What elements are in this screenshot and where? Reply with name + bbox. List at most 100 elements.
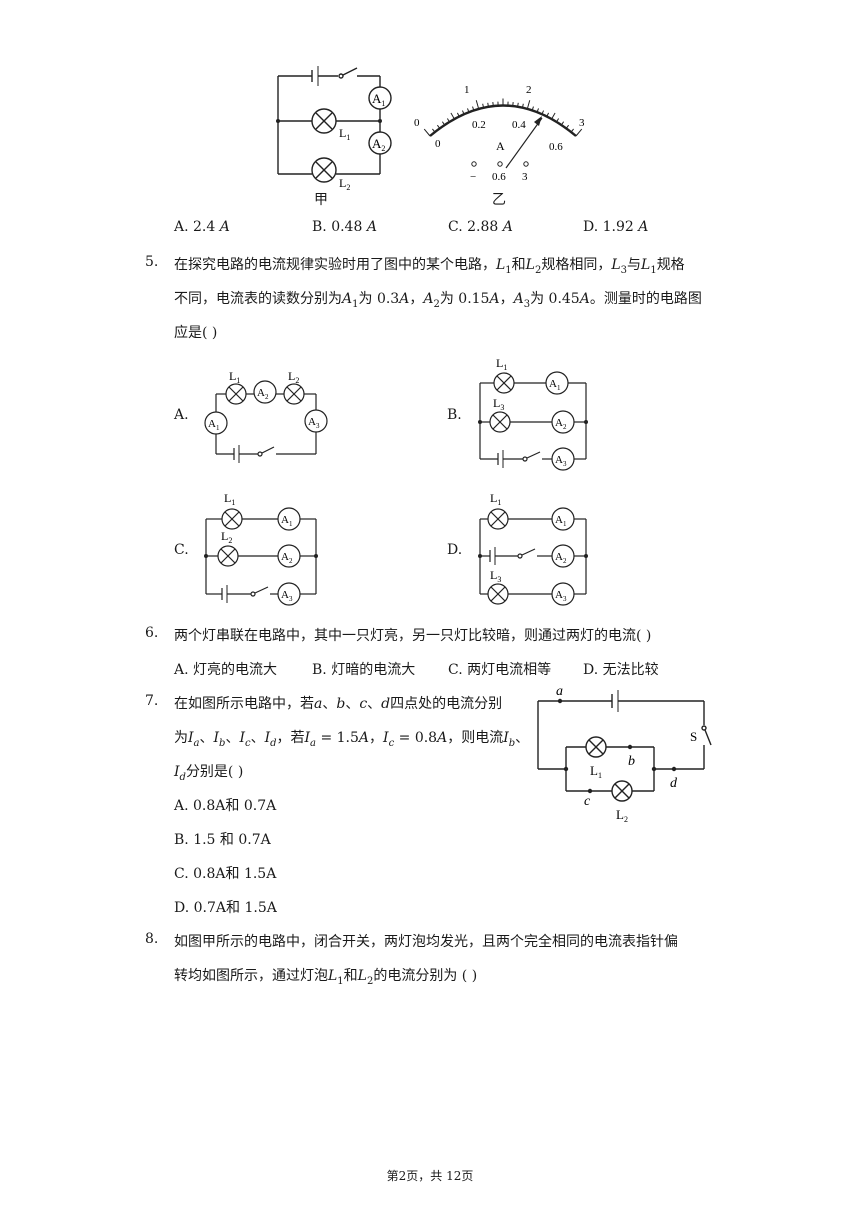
meter-tick [423, 128, 431, 137]
svg-text:A1: A1 [208, 418, 220, 432]
q7-option-d[interactable]: D. 0.7A和 1.5A [174, 900, 277, 916]
meter-tick [526, 100, 531, 110]
meter-tick [551, 112, 556, 120]
q7-line1: 在如图所示电路中，若a、b、c、d四点处的电流分别 [174, 696, 503, 712]
q8-line1: 如图甲所示的电路中，闭合开关，两灯泡均发光，且两个完全相同的电流表指针偏 [174, 934, 678, 950]
meter-tick [546, 112, 550, 117]
fig-jia-label: 甲 [314, 192, 328, 208]
svg-text:A2: A2 [555, 551, 567, 565]
meter-tick [536, 108, 539, 113]
q5-line1: 在探究电路的电流规律实验时用了图中的某个电路，L1和L2规格相同，L3与L1规格 [174, 257, 685, 276]
meter-tick [487, 102, 489, 107]
q7-option-a[interactable]: A. 0.8A和 0.7A [174, 798, 277, 814]
svg-text:A3: A3 [281, 589, 293, 603]
meter-tick [467, 108, 470, 113]
q7-option-b[interactable]: B. 1.5 和 0.7A [174, 832, 271, 848]
lamp-l2-label: L2 [339, 176, 350, 192]
meter-tick [565, 124, 570, 129]
q6-option-a[interactable]: A. 灯亮的电流大 [174, 662, 278, 678]
ammeter-a1-label: A1 [372, 91, 385, 108]
meter-tick [556, 118, 560, 123]
meter-tick [436, 124, 441, 129]
meter-tick [432, 128, 436, 133]
q7-line3: Id分别是( ) [174, 764, 244, 783]
inner-tick-3: 0.6 [549, 141, 563, 153]
meter-tick [461, 110, 465, 115]
point-a-label: a [556, 684, 563, 699]
fig-yi-label: 乙 [492, 192, 506, 208]
svg-text:A2: A2 [257, 387, 269, 401]
inner-tick-0: 0 [435, 138, 441, 150]
q4-option-b[interactable]: B. 0.48 A [312, 219, 377, 235]
svg-text:L3: L3 [490, 568, 501, 584]
q5-circuit-c[interactable]: L1 L2 A1 A2 A3 [194, 488, 324, 608]
q5-line2: 不同，电流表的读数分别为A1为 0.3A，A2为 0.15A，A3为 0.45A… [174, 291, 702, 310]
q8-number: 8. [145, 931, 159, 947]
svg-text:L2: L2 [288, 369, 299, 385]
outer-tick-3: 3 [579, 117, 585, 129]
meter-tick [472, 106, 475, 111]
point-d-label: d [670, 776, 678, 791]
q6-option-b[interactable]: B. 灯暗的电流大 [312, 662, 416, 678]
meter-tick [531, 106, 534, 111]
svg-text:A1: A1 [281, 514, 293, 528]
svg-text:A3: A3 [308, 416, 320, 430]
lamp-l1-label: L1 [590, 763, 602, 780]
q7-circuit-figure: a b c d S L1 L2 [537, 684, 712, 824]
svg-text:A3: A3 [555, 454, 567, 468]
switch-s-label: S [690, 729, 697, 744]
svg-text:L1: L1 [490, 491, 501, 507]
q4-ammeter-yi: 0 1 2 3 0 0.2 0.4 0.6 A − 0.6 3 [414, 84, 585, 183]
meter-tick [446, 118, 450, 123]
meter-tick [441, 121, 446, 126]
ammeter-a2-label: A2 [372, 136, 385, 153]
q5-option-b-label[interactable]: B. [447, 407, 462, 423]
meter-tick [450, 112, 455, 120]
q5-option-a-label[interactable]: A. [174, 407, 189, 423]
q5-circuit-a[interactable]: L1 L2 A2 A1 A3 [196, 364, 336, 464]
q4-circuit-jia: A1 A2 L1 L2 [276, 66, 392, 192]
q6-option-d[interactable]: D. 无法比较 [583, 662, 659, 678]
q4-option-d[interactable]: D. 1.92 A [583, 219, 649, 235]
terminal-3: 3 [522, 171, 528, 183]
meter-tick [521, 103, 524, 108]
q6-option-c[interactable]: C. 两灯电流相等 [448, 662, 552, 678]
meter-tick [541, 110, 545, 115]
meter-tick [456, 112, 460, 117]
outer-tick-2: 2 [526, 84, 532, 96]
q6-text: 两个灯串联在电路中，其中一只灯亮，另一只灯比较暗，则通过两灯的电流( ) [174, 628, 652, 644]
svg-text:L2: L2 [221, 529, 232, 545]
svg-text:L3: L3 [493, 396, 504, 412]
meter-tick [560, 121, 565, 126]
outer-tick-0: 0 [414, 117, 420, 129]
q7-number: 7. [145, 693, 159, 709]
svg-text:L1: L1 [229, 369, 240, 385]
meter-tick [475, 100, 480, 110]
q6-number: 6. [145, 625, 159, 641]
page-footer: 第2页，共 12页 [386, 1169, 474, 1183]
svg-text:A1: A1 [549, 378, 561, 392]
point-b-label: b [628, 754, 635, 769]
svg-text:L1: L1 [224, 491, 235, 507]
q5-number: 5. [145, 254, 159, 270]
svg-text:A1: A1 [555, 514, 567, 528]
lamp-l2-label: L2 [616, 807, 628, 824]
q5-option-c-label[interactable]: C. [174, 542, 189, 558]
meter-tick [517, 102, 519, 107]
inner-tick-1: 0.2 [472, 119, 486, 131]
q7-option-c[interactable]: C. 0.8A和 1.5A [174, 866, 277, 882]
q5-option-d-label[interactable]: D. [447, 542, 463, 558]
point-c-label: c [584, 794, 591, 809]
meter-unit: A [496, 139, 505, 153]
lamp-l1-label: L1 [339, 126, 350, 142]
q8-line2: 转均如图所示，通过灯泡L1和L2的电流分别为 ( ) [174, 968, 478, 987]
q5-circuit-b[interactable]: L1 L3 A1 A2 A3 [468, 354, 598, 472]
q4-option-c[interactable]: C. 2.88 A [448, 219, 513, 235]
meter-tick [482, 103, 485, 108]
q5-circuit-d[interactable]: L1 L3 A1 A2 A3 [468, 488, 598, 608]
meter-tick [570, 128, 574, 133]
q4-option-a[interactable]: A. 2.4 A [174, 219, 230, 235]
q5-line3: 应是( ) [174, 325, 218, 341]
svg-text:A3: A3 [555, 589, 567, 603]
svg-text:A2: A2 [555, 417, 567, 431]
